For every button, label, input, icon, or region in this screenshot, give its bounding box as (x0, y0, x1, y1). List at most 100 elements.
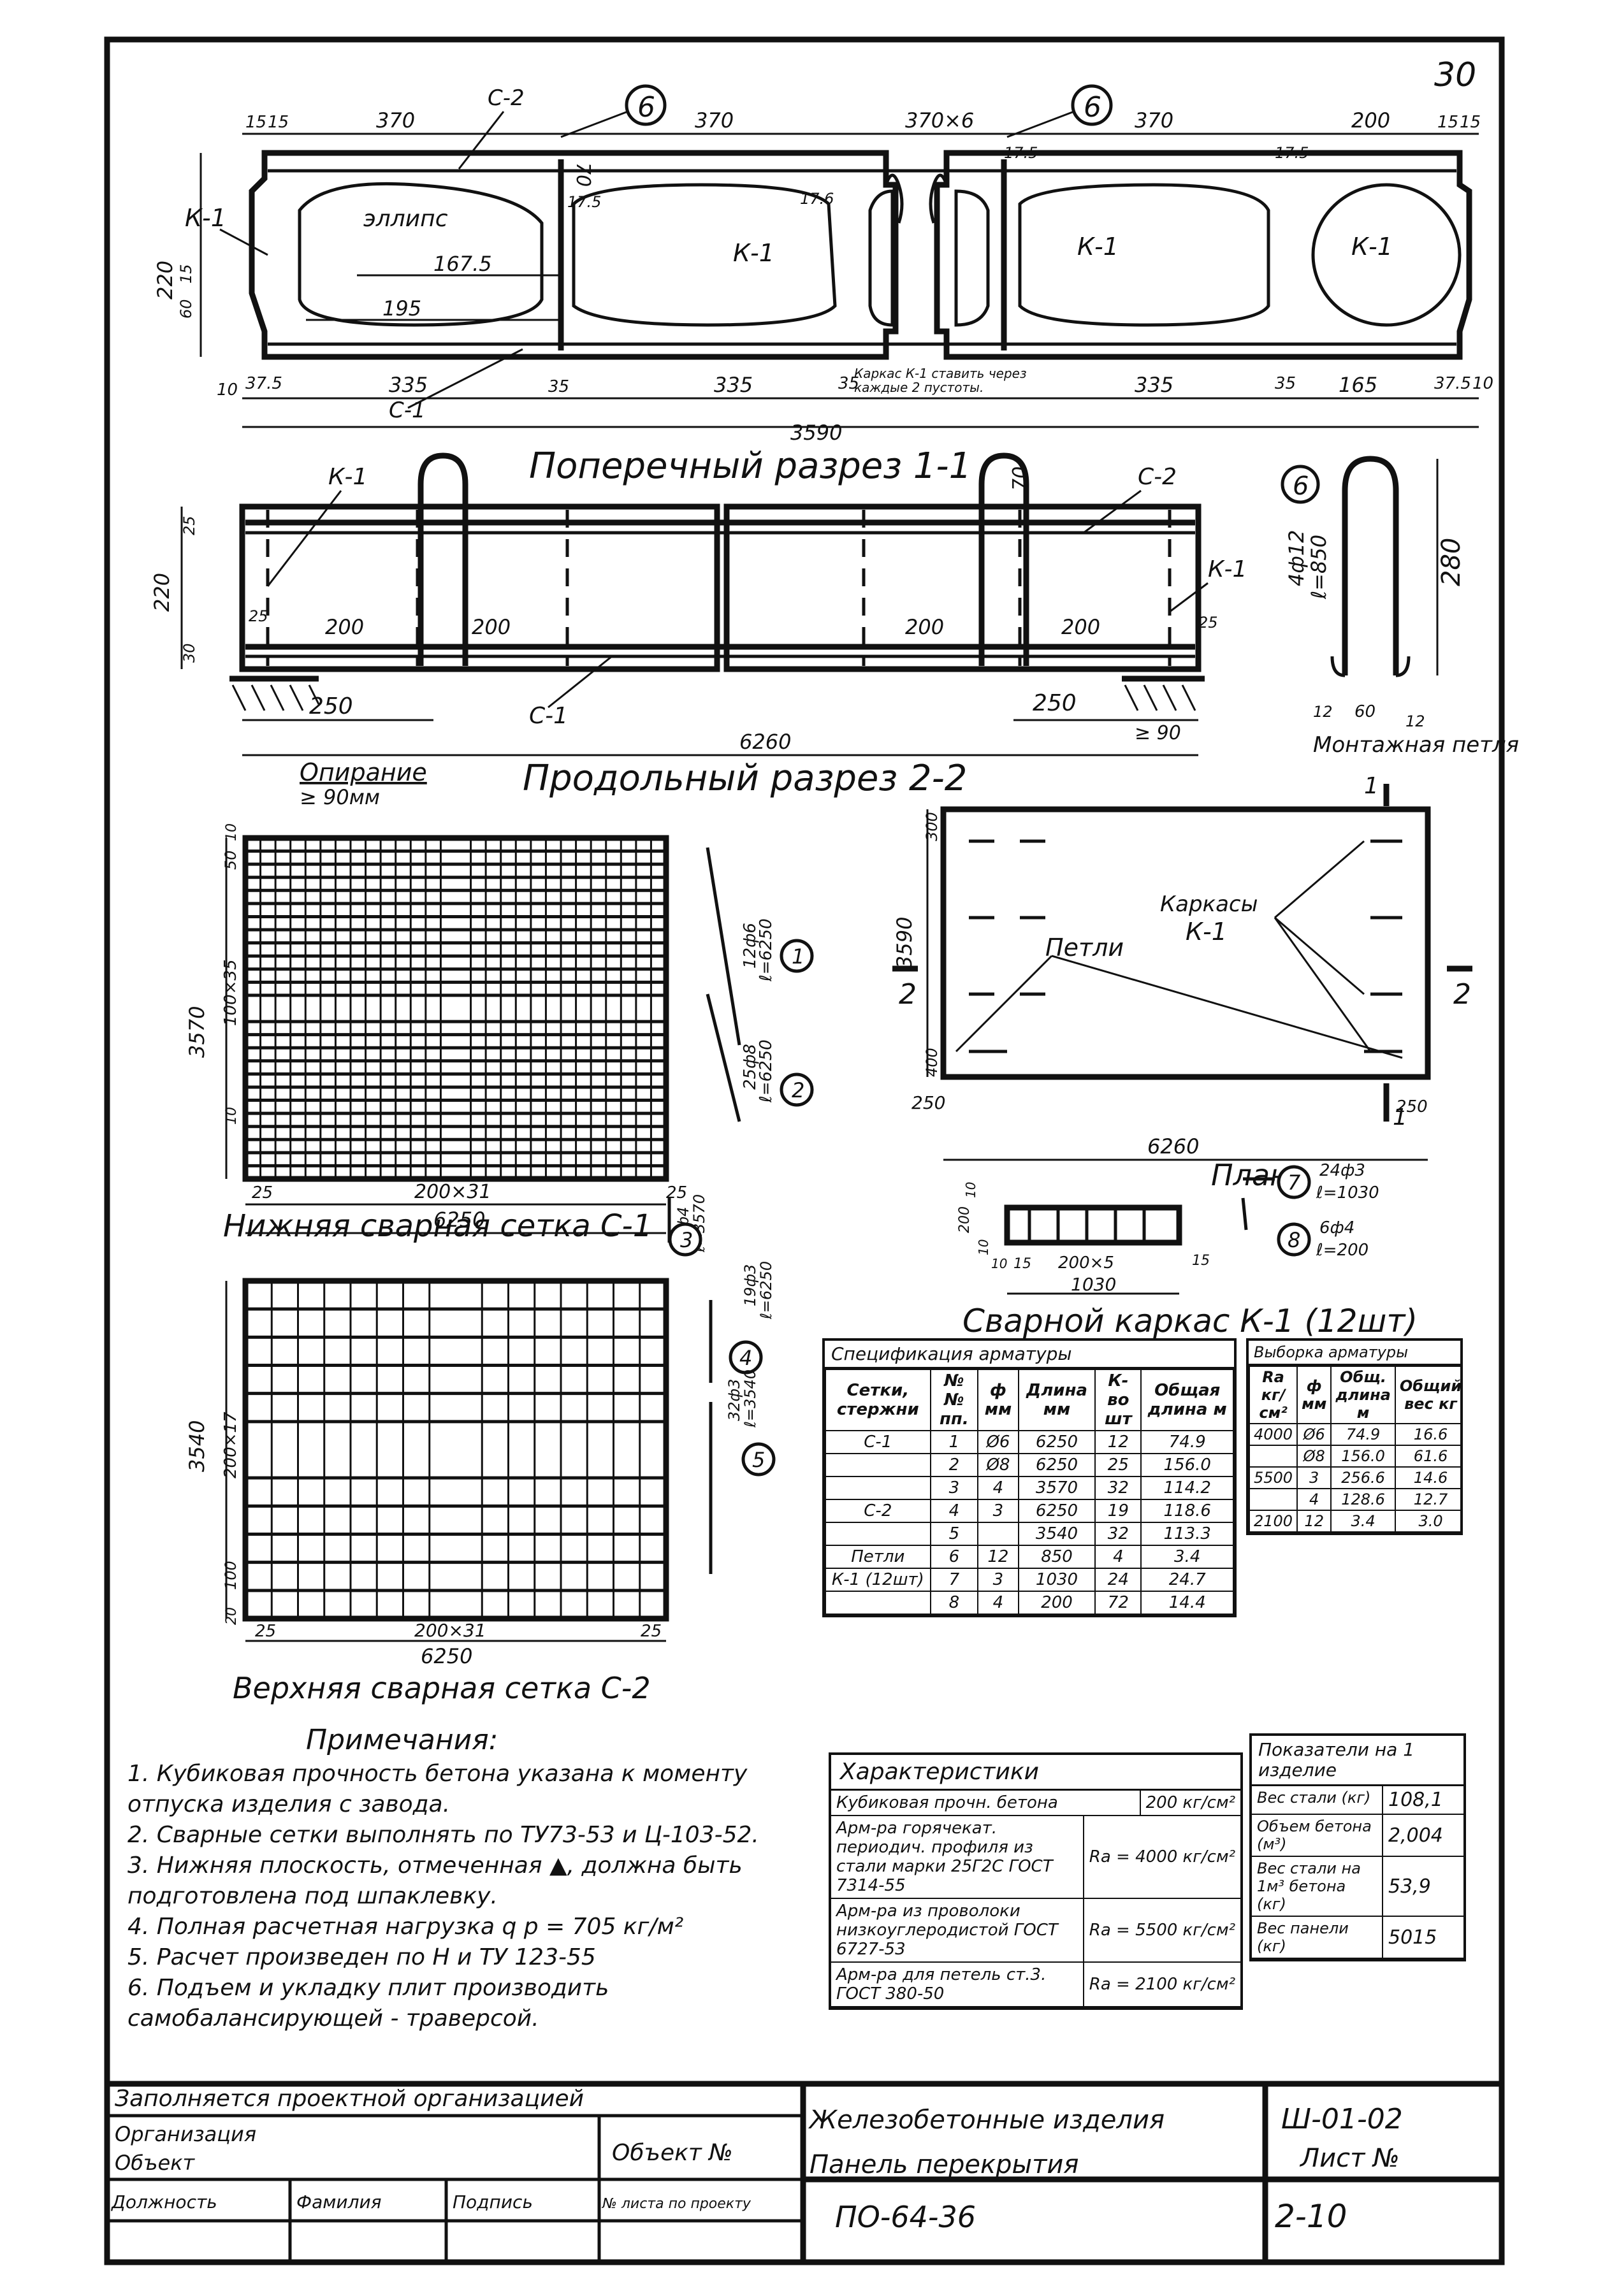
spec-cell: 850 (1017, 1545, 1096, 1569)
mesh-c1-bar-2: 25ф8 ℓ=6250 2 (706, 993, 814, 1122)
leader-c1-long (548, 655, 613, 709)
spec-cell: 32 (1094, 1522, 1142, 1546)
spec-cell: 14.4 (1140, 1591, 1234, 1615)
dim-long-6260: 6260 (739, 730, 791, 754)
dim-bot-8: 35 (1275, 374, 1296, 393)
spec-cell: 113.3 (1140, 1522, 1234, 1546)
dim-long-250-t: 250 (309, 693, 353, 719)
note-4: 4. Полная расчетная нагрузка q р = 705 к… (127, 1914, 684, 1940)
indicators-title: Показатели на 1 изделие (1252, 1736, 1463, 1786)
frame-k1-outline (1004, 1204, 1182, 1246)
page-number: 30 (1434, 56, 1476, 94)
spec-cell: 72 (1094, 1591, 1142, 1615)
dim-top-1: 15 (245, 113, 266, 132)
void-ellipse-3 (868, 189, 894, 327)
slab-long-right (723, 503, 1202, 672)
dim-long-25v: 25 (180, 516, 198, 535)
spec-cell: 8 (929, 1591, 979, 1615)
dim-inner-176: 17.6 (800, 190, 834, 208)
dim-long-30v: 30 (180, 643, 198, 663)
dim-total-3590: 3590 (790, 421, 842, 445)
spec-cell (977, 1522, 1019, 1546)
dim-bot-2: 37.5 (245, 374, 282, 393)
label-k1-mid: К-1 (733, 239, 774, 267)
spec-cell: 5 (929, 1522, 979, 1546)
frame-k1-detail: 200 10 10 10 15 200×5 15 1030 7 24ф3 ℓ=1… (957, 1161, 1418, 1339)
plan-leader-frames-1 (1274, 840, 1365, 919)
dim-inner-195: 195 (382, 296, 421, 321)
tb-sheet-label: Лист № (1299, 2144, 1400, 2173)
notes-title: Примечания: (306, 1724, 498, 1756)
dim-long-250-rt: 250 (1033, 690, 1077, 716)
tb-name: Панель перекрытия (810, 2150, 1078, 2179)
plan-section-mark-1t: 1 (1364, 773, 1379, 799)
loop-hooks (1330, 656, 1411, 677)
mesh-c1-dim-200x31: 200×31 (414, 1181, 491, 1203)
spec-cell: 118.6 (1140, 1499, 1234, 1523)
sample-cell: 61.6 (1394, 1445, 1463, 1468)
plan-dim-6260: 6260 (1147, 1134, 1199, 1159)
notes: Примечания: 1. Кубиковая прочность бетон… (127, 1724, 759, 2032)
mesh-c1-bar-2-num: 2 (792, 1078, 804, 1102)
mesh-c1-bar-2-spec: 25ф8 (741, 1044, 760, 1090)
frame-k1-bar-8-spec: 6ф4 (1319, 1218, 1354, 1238)
spec-cell: 32 (1094, 1476, 1142, 1500)
dim-bot-11: 10 (1472, 374, 1493, 393)
dim-bot-9: 165 (1339, 373, 1377, 397)
plan-dim-400: 400 (923, 1048, 941, 1077)
loop-callout (1281, 465, 1320, 504)
spec-cell: 74.9 (1140, 1430, 1234, 1454)
k1-note: Каркас К-1 ставить через каждые 2 пустот… (854, 366, 1027, 395)
tb-col-surname: Фамилия (296, 2191, 382, 2213)
plan-label-frames: Каркасы (1160, 892, 1258, 917)
leader-c2 (458, 111, 505, 170)
spec-cell: 24 (1094, 1568, 1142, 1592)
dim-height-60: 60 (177, 299, 195, 319)
mesh-c2-dim-25a: 25 (255, 1622, 276, 1641)
sample-cell: 256.6 (1330, 1466, 1396, 1489)
dim-inner-1675: 167.5 (433, 252, 492, 276)
mesh-c2-dim-100: 100 (222, 1561, 240, 1590)
spec-cell: 4 (929, 1499, 979, 1523)
void-ellipse-1 (298, 182, 544, 327)
plan-label-loops: Петли (1045, 934, 1124, 962)
spec-cell: 200 (1017, 1591, 1096, 1615)
sample-cell: 5500 (1248, 1466, 1298, 1489)
mesh-c1-labels: 3570 50 10 100×35 10 25 200×31 25 6250 1… (185, 823, 814, 1257)
support-value: ≥ 90мм (300, 785, 380, 809)
sample-cell: 2100 (1248, 1510, 1298, 1533)
spec-cell: 2 (929, 1453, 979, 1477)
ind-label: Вес стали на 1м³ бетона (кг) (1252, 1857, 1383, 1916)
sample-cell: 3.4 (1330, 1510, 1396, 1533)
sample-cell: 12.7 (1394, 1488, 1463, 1511)
mesh-c1-bar-3: 32ф4 ℓ=3570 3 (667, 1194, 708, 1257)
plan-dim-3590: 3590 (892, 917, 917, 969)
spec-cell (825, 1591, 931, 1615)
longitudinal-section-2-2: К-1 С-2 К-1 С-1 200 200 200 200 25 25 25… (150, 452, 1247, 809)
dim-bot-4: 35 (548, 377, 569, 396)
frame-k1-bar-7: 7 24ф3 ℓ=1030 (1243, 1161, 1379, 1202)
mesh-c1-bar-1-num: 1 (792, 944, 804, 969)
sample-cell (1248, 1445, 1298, 1468)
label-k1-r1: К-1 (1077, 233, 1119, 261)
spec-cell: 6 (929, 1545, 979, 1569)
dim-bot-6: 35 (838, 374, 859, 393)
ind-label: Объем бетона (м³) (1252, 1815, 1383, 1856)
spec-cell: 4 (977, 1476, 1019, 1500)
frame-k1-dim-15a: 15 (1013, 1256, 1031, 1272)
frame-k1-dim-10c: 10 (991, 1256, 1007, 1271)
dim-top-6: 370 (1135, 108, 1173, 133)
mesh-c1-bar-1-len: ℓ=6250 (757, 918, 776, 982)
